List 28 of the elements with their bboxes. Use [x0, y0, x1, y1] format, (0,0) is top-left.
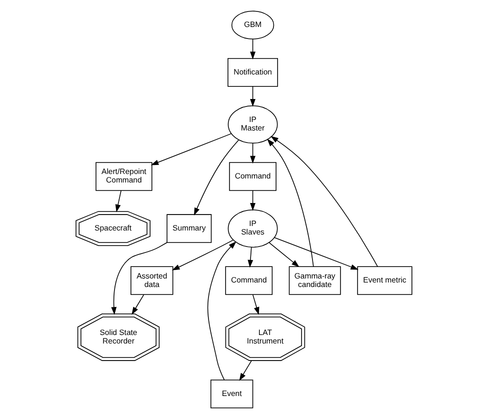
node-box: Command [224, 266, 272, 295]
arrow [250, 86, 255, 107]
arrow [250, 38, 255, 60]
arrow [250, 190, 255, 211]
arrow [247, 246, 253, 268]
arrow [266, 138, 314, 267]
arrow [250, 142, 255, 164]
node-box: Assorted data [130, 266, 173, 295]
node-box: Event metric [356, 266, 412, 295]
arrow [238, 360, 252, 381]
arrow [274, 237, 358, 270]
node-box: Command [228, 162, 276, 191]
arrow [150, 133, 232, 166]
node-box: Gamma-ray candidate [288, 266, 340, 295]
node-box: Notification [227, 58, 278, 87]
arrow [270, 136, 378, 267]
arrow [252, 294, 259, 315]
arrow [193, 140, 238, 216]
node-ellipse: GBM [230, 10, 274, 40]
node-box: Alert/Repoint Command [95, 162, 152, 191]
node-box: Summary [166, 214, 212, 243]
arrow [131, 294, 144, 315]
arrow [114, 190, 121, 212]
arrow [171, 240, 233, 270]
node-box: Event [210, 380, 253, 408]
arrow [268, 242, 299, 268]
arrow [206, 241, 236, 380]
arrow [110, 242, 167, 315]
